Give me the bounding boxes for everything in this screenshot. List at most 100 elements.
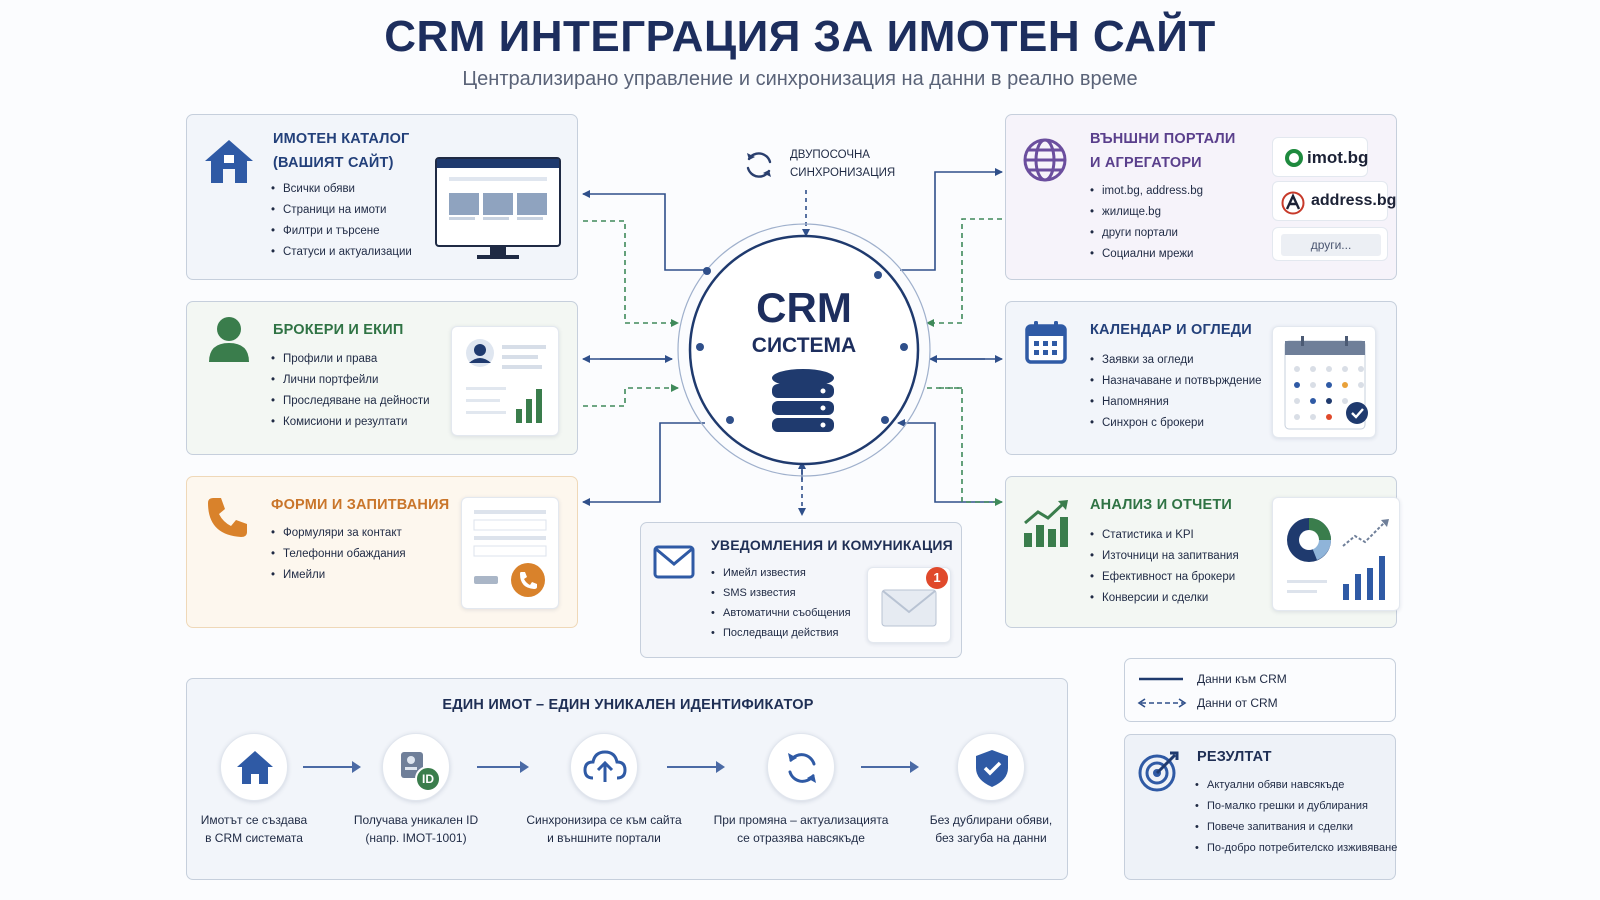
brokers-title: БРОКЕРИ И ЕКИП xyxy=(273,322,404,338)
arrow-analytics-dash xyxy=(927,387,1003,506)
profile-card-icon xyxy=(451,326,559,436)
forms-list: Формуляри за контакт Телефонни обаждания… xyxy=(271,523,406,586)
step-label: Получава уникален ID (напр. IMOT-1001) xyxy=(316,811,516,847)
step-label: Синхронизира се към сайта и външните пор… xyxy=(504,811,704,847)
list-item: Автоматични съобщения xyxy=(711,603,851,623)
list-item: Формуляри за контакт xyxy=(271,523,406,544)
imot-logo-text: imot.bg xyxy=(1307,148,1369,167)
calendar-list: Заявки за огледи Назначаване и потвържде… xyxy=(1090,350,1262,434)
arrow-catalog-to-crm xyxy=(583,220,679,327)
unique-id-panel: ЕДИН ИМОТ – ЕДИН УНИКАЛЕН ИДЕНТИФИКАТОР … xyxy=(186,678,1068,880)
address-logo-icon xyxy=(1281,191,1305,215)
step-label-line1: Имотът се създава xyxy=(200,813,308,827)
step-arrow xyxy=(303,761,361,773)
calendar-card: КАЛЕНДАР И ОГЛЕДИ Заявки за огледи Назна… xyxy=(1005,301,1397,455)
portals-card: ВЪНШНИ ПОРТАЛИ И АГРЕГАТОРИ imot.bg, add… xyxy=(1005,114,1397,280)
step-shield-check-icon xyxy=(957,733,1025,801)
sync-icon xyxy=(742,148,776,182)
house-icon xyxy=(203,137,255,185)
step-label-line1: Получава уникален ID xyxy=(353,813,479,827)
calendar-icon xyxy=(1024,320,1068,364)
step-label-line1: При промяна – актуализацията xyxy=(713,813,889,827)
calendar-title: КАЛЕНДАР И ОГЛЕДИ xyxy=(1090,322,1252,338)
list-item: Всички обяви xyxy=(271,179,412,200)
analytics-card: АНАЛИЗ И ОТЧЕТИ Статистика и KPI Източни… xyxy=(1005,476,1400,628)
notifications-list: Имейл известия SMS известия Автоматични … xyxy=(711,563,851,643)
list-item: Социални мрежи xyxy=(1090,244,1203,265)
list-item: Лични портфейли xyxy=(271,370,430,391)
legend-lines xyxy=(1137,677,1187,708)
globe-icon xyxy=(1022,137,1068,183)
step-label-line2: и външните портали xyxy=(547,831,661,845)
list-item: Телефонни обаждания xyxy=(271,544,406,565)
sync-label: ДВУПОСОЧНА СИНХРОНИЗАЦИЯ xyxy=(790,146,895,182)
crm-title: CRM xyxy=(756,284,852,331)
step-label-line2: (напр. IMOT-1001) xyxy=(365,831,467,845)
crm-inner-ring xyxy=(688,234,920,466)
brokers-card: БРОКЕРИ И ЕКИП Профили и права Лични пор… xyxy=(186,301,578,455)
list-item: По-малко грешки и дублирания xyxy=(1195,796,1397,817)
list-item: Статистика и KPI xyxy=(1090,525,1239,546)
report-thumb-icon xyxy=(1272,497,1400,611)
list-item: Статуси и актуализации xyxy=(271,242,412,263)
list-item: Имейл известия xyxy=(711,563,851,583)
crm-subtitle: СИСТЕМА xyxy=(751,334,857,357)
list-item: Назначаване и потвърждение xyxy=(1090,371,1262,392)
portals-title-line1: ВЪНШНИ ПОРТАЛИ xyxy=(1090,131,1236,147)
arrow-crm-to-portals xyxy=(900,168,1003,271)
step-label: Имотът се създава в CRM системата xyxy=(154,811,354,847)
user-icon xyxy=(207,316,251,364)
step-label-line2: се отразява навсякъде xyxy=(737,831,865,845)
other-portals-box: други... xyxy=(1272,227,1388,261)
list-item: Ефективност на брокери xyxy=(1090,567,1239,588)
list-item: По-добро потребителско изживяване xyxy=(1195,838,1397,859)
step-label: Без дублирани обяви, без загуба на данни xyxy=(891,811,1091,847)
portals-list: imot.bg, address.bg жилище.bg други порт… xyxy=(1090,181,1203,265)
list-item: Имейли xyxy=(271,565,406,586)
legend-from-crm: Данни от CRM xyxy=(1197,696,1278,710)
address-logo: address.bg xyxy=(1272,181,1396,221)
step-label-line1: Без дублирани обяви, xyxy=(929,813,1053,827)
result-card: РЕЗУЛТАТ Актуални обяви навсякъде По-мал… xyxy=(1124,734,1397,880)
monitor-icon xyxy=(435,157,561,261)
arrow-portals-dash xyxy=(926,218,1002,327)
list-item: Последващи действия xyxy=(711,623,851,643)
analytics-list: Статистика и KPI Източници на запитвания… xyxy=(1090,525,1239,609)
arrow-analytics-solid xyxy=(897,419,1002,503)
list-item: imot.bg, address.bg xyxy=(1090,181,1203,202)
catalog-card: ИМОТЕН КАТАЛОГ (ВАШИЯТ САЙТ) Всички обяв… xyxy=(186,114,578,280)
crm-outer-ring xyxy=(677,223,931,477)
phone-icon xyxy=(205,495,249,539)
list-item: SMS известия xyxy=(711,583,851,603)
form-doc-icon xyxy=(461,497,559,609)
target-icon xyxy=(1137,749,1181,793)
arrow-crm-to-forms xyxy=(582,422,705,506)
growth-chart-icon xyxy=(1022,499,1070,549)
page-title: CRM ИНТЕГРАЦИЯ ЗА ИМОТЕН САЙТ xyxy=(384,12,1216,61)
list-item: Конверсии и сделки xyxy=(1090,588,1239,609)
database-icon xyxy=(770,368,836,434)
sync-label-line1: ДВУПОСОЧНА xyxy=(790,149,870,161)
step-arrow xyxy=(477,761,529,773)
list-item: Актуални обяви навсякъде xyxy=(1195,775,1397,796)
imot-logo: imot.bg xyxy=(1272,137,1368,177)
unique-id-title: ЕДИН ИМОТ – ЕДИН УНИКАЛЕН ИДЕНТИФИКАТОР xyxy=(442,697,814,713)
forms-card: ФОРМИ И ЗАПИТВАНИЯ Формуляри за контакт … xyxy=(186,476,578,628)
arrow-crm-to-catalog xyxy=(582,190,705,271)
calendar-thumb-icon xyxy=(1272,326,1376,438)
legend-to-crm: Данни към CRM xyxy=(1197,672,1287,686)
list-item: Повече запитвания и сделки xyxy=(1195,817,1397,838)
brokers-list: Профили и права Лични портфейли Проследя… xyxy=(271,349,430,433)
step-refresh-icon xyxy=(767,733,835,801)
portals-title-line2: И АГРЕГАТОРИ xyxy=(1090,155,1202,171)
list-item: Напомняния xyxy=(1090,392,1262,413)
page-subtitle: Централизирано управление и синхронизаци… xyxy=(462,68,1138,90)
notifications-card: УВЕДОМЛЕНИЯ И КОМУНИКАЦИЯ Имейл известия… xyxy=(640,522,962,658)
list-item: Източници на запитвания xyxy=(1090,546,1239,567)
list-item: Филтри и търсене xyxy=(271,221,412,242)
step-cloud-sync-icon xyxy=(570,733,638,801)
step-id-card-icon: ID xyxy=(382,733,450,801)
step-arrow xyxy=(667,761,725,773)
mail-notification-icon: 1 xyxy=(867,567,951,643)
